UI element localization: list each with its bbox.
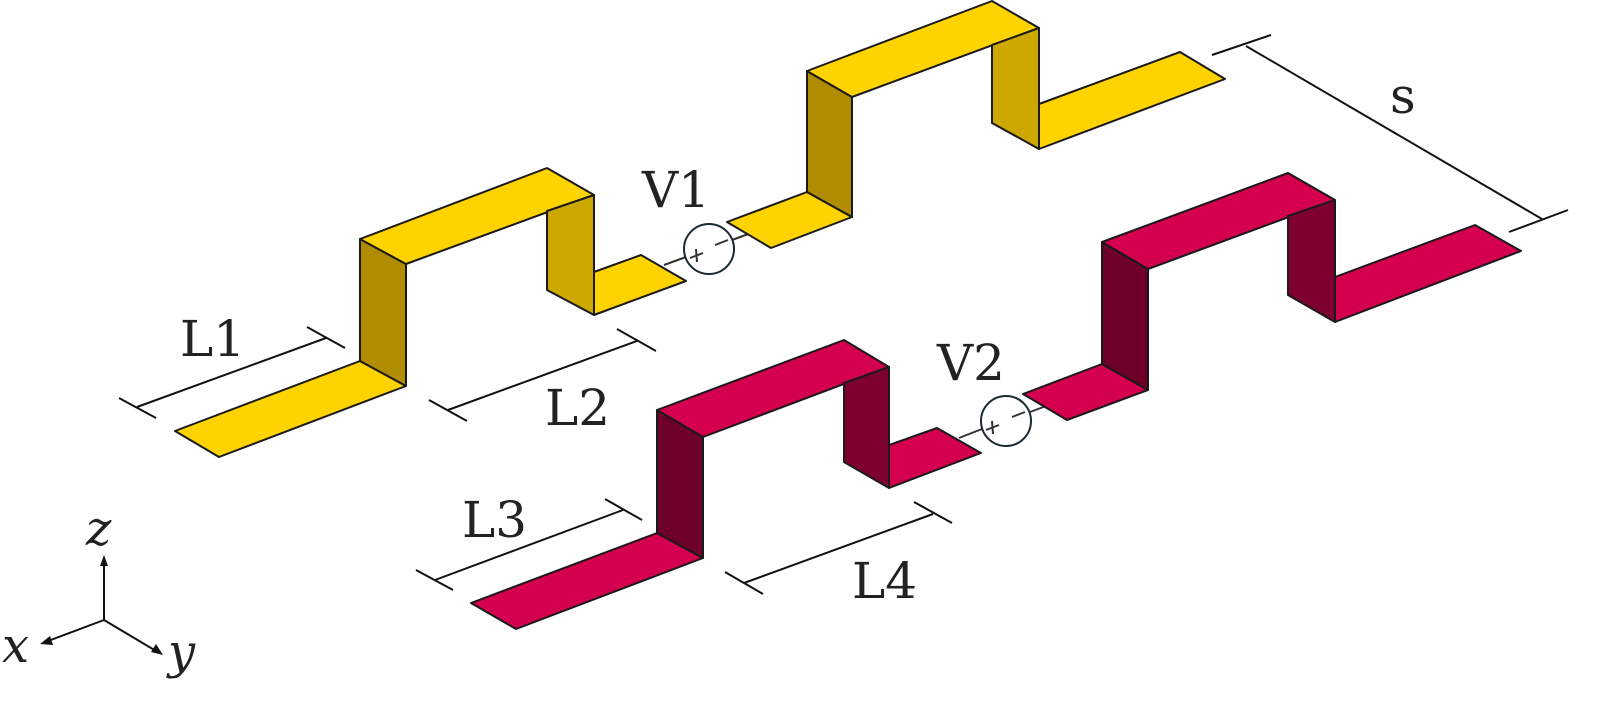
dimension-lines bbox=[118, 34, 1569, 595]
label-v2: V2 bbox=[936, 334, 1005, 392]
x-arrow-icon bbox=[40, 636, 53, 645]
axis-triad: z x y bbox=[2, 501, 196, 680]
yellow-wall-2 bbox=[546, 194, 595, 316]
v1-source-symbol bbox=[683, 223, 735, 275]
magenta-wall-4 bbox=[1287, 199, 1336, 323]
y-arrow-icon bbox=[151, 644, 163, 655]
label-s: s bbox=[1390, 67, 1416, 125]
magenta-strip-2 bbox=[888, 427, 982, 489]
magenta-feed-wire-left bbox=[958, 428, 983, 439]
v1-minus bbox=[714, 239, 729, 246]
v2-source-symbol bbox=[980, 395, 1032, 447]
yellow-strip-1 bbox=[174, 360, 407, 458]
label-v1: V1 bbox=[641, 161, 710, 219]
label-l3: L3 bbox=[462, 491, 527, 549]
v2-minus bbox=[1011, 411, 1026, 418]
z-arrow-icon bbox=[100, 555, 108, 566]
label-l4: L4 bbox=[852, 552, 917, 610]
magenta-antenna bbox=[470, 172, 1522, 630]
label-l1: L1 bbox=[180, 310, 245, 368]
dim-l1 bbox=[118, 326, 346, 419]
label-l2: L2 bbox=[545, 379, 610, 437]
v1-plus-v bbox=[695, 248, 698, 263]
dim-l2 bbox=[428, 328, 657, 422]
yellow-strip-4 bbox=[1038, 51, 1226, 150]
axis-label-x: x bbox=[2, 618, 29, 674]
yellow-wall-4 bbox=[991, 27, 1040, 150]
axis-label-y: y bbox=[166, 624, 196, 680]
v2-plus-v bbox=[991, 420, 994, 435]
magenta-wall-2 bbox=[843, 366, 890, 489]
yellow-strip-2 bbox=[593, 254, 687, 316]
dim-s bbox=[1211, 34, 1569, 233]
magenta-strip-4 bbox=[1334, 224, 1522, 323]
yellow-feed-wire-left bbox=[663, 256, 687, 266]
yellow-antenna bbox=[174, 0, 1226, 458]
dim-l4 bbox=[724, 501, 953, 595]
dim-l3 bbox=[415, 498, 643, 591]
axis-label-z: z bbox=[85, 501, 112, 557]
